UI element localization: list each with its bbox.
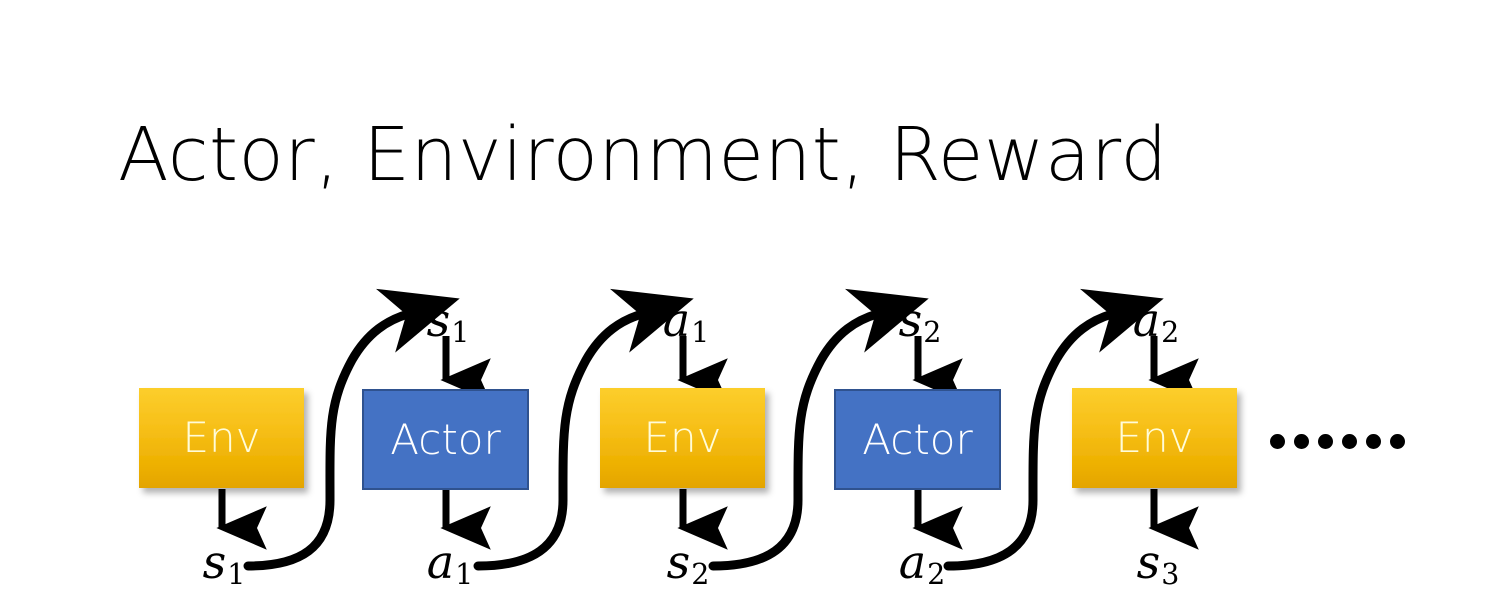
node-text: Actor	[862, 414, 973, 464]
node-box-env-1[interactable]	[139, 388, 304, 488]
ellipsis-dot	[1270, 434, 1285, 449]
curve-a2-to-env-3	[943, 288, 1164, 571]
subscript: 2	[1161, 316, 1180, 350]
node-box-env-2[interactable]	[600, 388, 765, 488]
node-label-actor-1[interactable]: Actor	[363, 390, 528, 489]
ellipsis-group-2	[1342, 434, 1405, 449]
subscript: 2	[691, 558, 710, 592]
action-label-a2-top: a2	[1133, 297, 1180, 348]
node-box-actor-1[interactable]	[362, 389, 529, 490]
state-label-s1-top: s1	[427, 297, 470, 348]
action-label-a1-bottom: a1	[427, 539, 474, 590]
curve-a1-to-env-2	[473, 288, 694, 571]
state-label-s3-bottom: s3	[1137, 539, 1180, 590]
curve-s1-to-actor-1	[243, 288, 460, 571]
ellipsis-dot	[1294, 434, 1309, 449]
ellipsis-group-1	[1270, 434, 1333, 449]
node-label-env-2[interactable]: Env	[600, 388, 765, 488]
page-title: Actor, Environment, Reward	[118, 112, 1168, 198]
node-box-group	[139, 388, 1237, 490]
symbol: a	[426, 535, 455, 589]
action-label-a2-bottom: a2	[899, 539, 946, 590]
state-label-s2-bottom: s2	[667, 539, 710, 590]
symbol: a	[662, 293, 691, 347]
subscript: 1	[691, 316, 710, 350]
symbol: s	[202, 535, 227, 589]
node-label-actor-2[interactable]: Actor	[835, 390, 1000, 489]
node-text: Env	[182, 413, 261, 462]
subscript: 2	[923, 316, 942, 350]
ellipsis-dot	[1366, 434, 1381, 449]
ellipsis-dot	[1318, 434, 1333, 449]
state-label-s1-bottom: s1	[203, 539, 246, 590]
symbol: s	[426, 293, 451, 347]
ellipsis-dot	[1390, 434, 1405, 449]
symbol: s	[666, 535, 691, 589]
subscript: 3	[1161, 558, 1180, 592]
node-label-env-1[interactable]: Env	[139, 388, 304, 488]
ellipsis-dot	[1342, 434, 1357, 449]
node-text: Env	[643, 413, 722, 462]
node-box-actor-2[interactable]	[834, 389, 1001, 490]
continuation-ellipsis-icon	[1270, 434, 1405, 449]
node-box-env-3[interactable]	[1072, 388, 1237, 488]
subscript: 1	[451, 316, 470, 350]
feedback-curve-group	[243, 288, 1164, 571]
node-text: Actor	[390, 414, 501, 464]
curve-s2-to-actor-2	[708, 288, 929, 571]
symbol: a	[898, 535, 927, 589]
subscript: 1	[455, 558, 474, 592]
symbol: s	[1136, 535, 1161, 589]
subscript: 2	[927, 558, 946, 592]
symbol: a	[1132, 293, 1161, 347]
subscript: 1	[227, 558, 246, 592]
state-label-s2-top: s2	[899, 297, 942, 348]
node-text: Env	[1115, 413, 1194, 462]
node-label-env-3[interactable]: Env	[1072, 388, 1237, 488]
action-label-a1-top: a1	[663, 297, 710, 348]
symbol: s	[898, 293, 923, 347]
